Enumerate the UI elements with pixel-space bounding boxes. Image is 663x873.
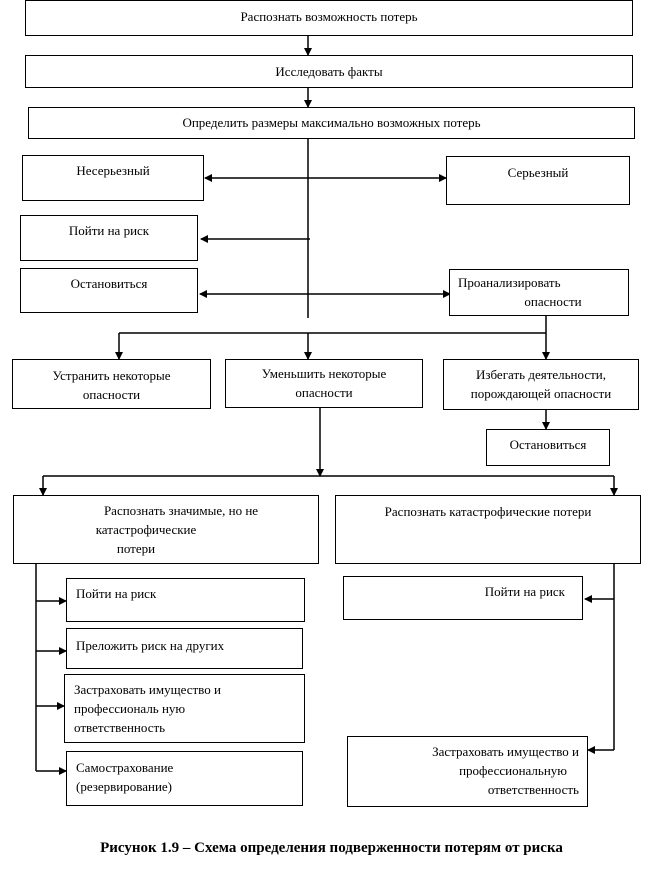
- take-risk-box-1: Пойти на риск: [20, 215, 198, 261]
- stop-box-2: Остановиться: [486, 429, 610, 466]
- analyze-hazards-box: Проанализировать опасности: [449, 269, 629, 316]
- insure-line-2: профессиональ ную: [74, 701, 186, 716]
- take-risk-box-3: Пойти на риск: [343, 576, 583, 620]
- insure2-line-1: Застраховать имущество и: [432, 744, 579, 759]
- insure-box-2: Застраховать имущество и профессиональну…: [347, 736, 588, 807]
- transfer-risk-box: Преложить риск на других: [66, 628, 303, 669]
- analyze-line-2: опасности: [524, 294, 582, 309]
- eliminate-line-2: опасности: [82, 387, 141, 402]
- reduce-line-1: Уменьшить некоторые: [261, 366, 387, 381]
- significant-line-3: потери: [116, 541, 156, 556]
- insure2-line-2: профессиональную: [459, 763, 567, 778]
- catastrophic-loss-box: Распознать катастрофические потери: [335, 495, 641, 564]
- self-line-2: (резервирование): [76, 779, 173, 794]
- figure-caption: Рисунок 1.9 – Схема определения подверже…: [100, 840, 563, 856]
- significant-line-1: Распознать значимые, но не: [103, 503, 259, 518]
- self-insurance-box: Самострахование (резервирование): [66, 751, 303, 806]
- stop-box-1: Остановиться: [20, 268, 198, 313]
- insure2-line-3: ответственность: [487, 782, 579, 797]
- significant-loss-box: Распознать значимые, но не катастрофичес…: [13, 495, 319, 564]
- analyze-line-1: Проанализировать: [458, 275, 561, 290]
- reduce-hazards-box: Уменьшить некоторые опасности: [225, 359, 423, 408]
- insure-box-1: Застраховать имущество и профессиональ н…: [64, 674, 305, 743]
- self-line-1: Самострахование: [76, 760, 174, 775]
- investigate-facts-box: Исследовать факты: [25, 55, 633, 88]
- insure-line-1: Застраховать имущество и: [74, 682, 221, 697]
- avoid-activity-box: Избегать деятельности, порождающей опасн…: [443, 359, 639, 410]
- eliminate-hazards-box: Устранить некоторые опасности: [12, 359, 211, 409]
- serious-box: Серьезный: [446, 156, 630, 205]
- determine-max-loss-box: Определить размеры максимально возможных…: [28, 107, 635, 139]
- minor-box: Несерьезный: [22, 155, 204, 201]
- avoid-line-2: порождающей опасности: [470, 386, 612, 401]
- avoid-line-1: Избегать деятельности,: [475, 367, 607, 382]
- insure-line-3: ответственность: [74, 720, 166, 735]
- eliminate-line-1: Устранить некоторые: [52, 368, 171, 383]
- take-risk-box-2: Пойти на риск: [66, 578, 305, 622]
- reduce-line-2: опасности: [295, 385, 353, 400]
- recognize-loss-box: Распознать возможность потерь: [25, 0, 633, 36]
- significant-line-2: катастрофические: [95, 522, 197, 537]
